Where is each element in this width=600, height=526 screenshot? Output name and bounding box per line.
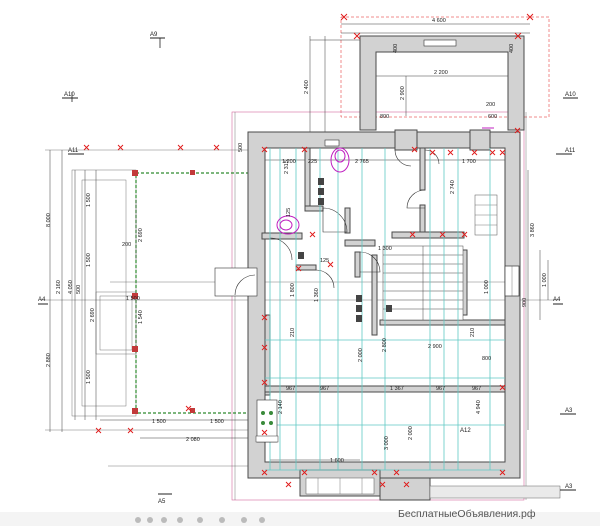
annex-walls bbox=[359, 35, 525, 131]
dim-row1-225: 225 bbox=[308, 159, 317, 165]
dim-row1-1700: 1 700 bbox=[462, 159, 476, 165]
construction-grid bbox=[265, 148, 505, 471]
dim-inner-1360: 1 360 bbox=[314, 288, 320, 302]
dim-veranda-1500-h: 1 500 bbox=[152, 419, 166, 425]
dim-row2-967a: 967 bbox=[286, 386, 295, 392]
dim-low-1600: 1 600 bbox=[330, 458, 344, 464]
dim-left-1500-top: 1 500 bbox=[86, 193, 92, 207]
dim-inner-125b: 125 bbox=[320, 258, 329, 264]
dim-left-8000: 8 000 bbox=[46, 213, 52, 227]
dim-row1-500: 500 bbox=[238, 143, 244, 152]
dim-right-900: 900 bbox=[522, 298, 528, 307]
axis-label-a3-lower: A3 bbox=[565, 408, 573, 414]
dim-top-side-2: 400 bbox=[509, 44, 515, 53]
axis-label-a4-left: A4 bbox=[38, 297, 46, 303]
sanitary-symbols bbox=[276, 127, 494, 235]
dim-right-3860: 3 860 bbox=[530, 223, 536, 237]
dim-low-2080: 2 080 bbox=[186, 437, 200, 443]
dim-top-width-room: 2 200 bbox=[434, 70, 448, 76]
dim-inner-800: 800 bbox=[482, 356, 491, 362]
dim-inner-210b: 210 bbox=[470, 328, 476, 337]
dim-left-1500-mid: 1 500 bbox=[86, 253, 92, 267]
dim-bottom-2000: 2 000 bbox=[408, 426, 414, 440]
dim-top-right-200: 200 bbox=[486, 102, 495, 108]
axis-label-a10-right: A10 bbox=[565, 92, 576, 98]
dim-top-right-600: 600 bbox=[488, 114, 497, 120]
dim-top-left-800: 800 bbox=[380, 114, 389, 120]
dim-inner-210a: 210 bbox=[290, 328, 296, 337]
doors bbox=[214, 149, 440, 297]
axis-label-a11-right: A11 bbox=[565, 148, 576, 154]
fixtures bbox=[255, 139, 392, 443]
axis-label-a9: A9 bbox=[150, 32, 158, 38]
dim-low-2140: 2 140 bbox=[278, 400, 284, 414]
dim-row1-1200: 1 200 bbox=[282, 159, 296, 165]
dim-inner-125a: 125 bbox=[286, 208, 292, 217]
dim-left-1500-low: 1 500 bbox=[86, 370, 92, 384]
dim-low-4940: 4 940 bbox=[476, 400, 482, 414]
watermark-text: БесплатныеОбъявления.рф bbox=[398, 508, 536, 520]
dim-left-2880: 2 880 bbox=[46, 353, 52, 367]
dim-inner-2800: 2 800 bbox=[382, 338, 388, 352]
dim-row2-967c: 967 bbox=[436, 386, 445, 392]
dim-top-vert-2: 2 900 bbox=[400, 86, 406, 100]
dim-left-4050: 4 050 bbox=[68, 280, 74, 294]
dim-inner-2900: 2 900 bbox=[428, 344, 442, 350]
dim-row1-2765: 2 765 bbox=[355, 159, 369, 165]
dim-left-2160: 2 160 bbox=[56, 280, 62, 294]
dim-bottom-1500: 1 500 bbox=[210, 419, 224, 425]
survey-markers bbox=[83, 13, 534, 488]
axis-label-a5: A5 bbox=[158, 499, 166, 505]
structural-posts bbox=[132, 170, 195, 414]
axis-label-a10-left: A10 bbox=[64, 92, 75, 98]
dim-right-1000: 1 000 bbox=[542, 273, 548, 287]
dim-veranda-1540: 1 540 bbox=[138, 310, 144, 324]
dim-inner-2740: 2 740 bbox=[450, 180, 456, 194]
axis-label-a12: A12 bbox=[460, 428, 471, 434]
dim-row2-967b: 967 bbox=[320, 386, 329, 392]
dim-inner-1300: 1 300 bbox=[378, 246, 392, 252]
dim-veranda-2690: 2 690 bbox=[138, 228, 144, 242]
dim-veranda-200: 200 bbox=[122, 242, 131, 248]
dim-top-vert-1: 2 400 bbox=[304, 80, 310, 94]
dim-row2-967d: 967 bbox=[472, 386, 481, 392]
dim-top-side-1: 400 bbox=[393, 44, 399, 53]
dim-inner-2000: 2 000 bbox=[358, 348, 364, 362]
axis-label-a4-right: A4 bbox=[553, 297, 561, 303]
annex-dashed-frame bbox=[231, 16, 550, 501]
staircase bbox=[382, 194, 498, 321]
dim-inner-1000: 1 000 bbox=[484, 280, 490, 294]
dim-inner-2315: 2 315 bbox=[284, 160, 290, 174]
dim-inner-3000: 3 000 bbox=[384, 436, 390, 450]
axis-label-a11-left: A11 bbox=[68, 148, 79, 154]
watermark-strip bbox=[0, 512, 600, 526]
axis-label-a3-bottom: A3 bbox=[565, 484, 573, 490]
dim-left-2690: 2 690 bbox=[90, 308, 96, 322]
dim-inner-1800: 1 800 bbox=[290, 283, 296, 297]
dim-left-500: 500 bbox=[76, 285, 82, 294]
section-marks bbox=[38, 37, 578, 495]
dim-veranda-1500: 1 500 bbox=[126, 296, 140, 302]
dim-top-overall: 4 600 bbox=[432, 18, 446, 24]
dim-row2-1367: 1 367 bbox=[390, 386, 404, 392]
